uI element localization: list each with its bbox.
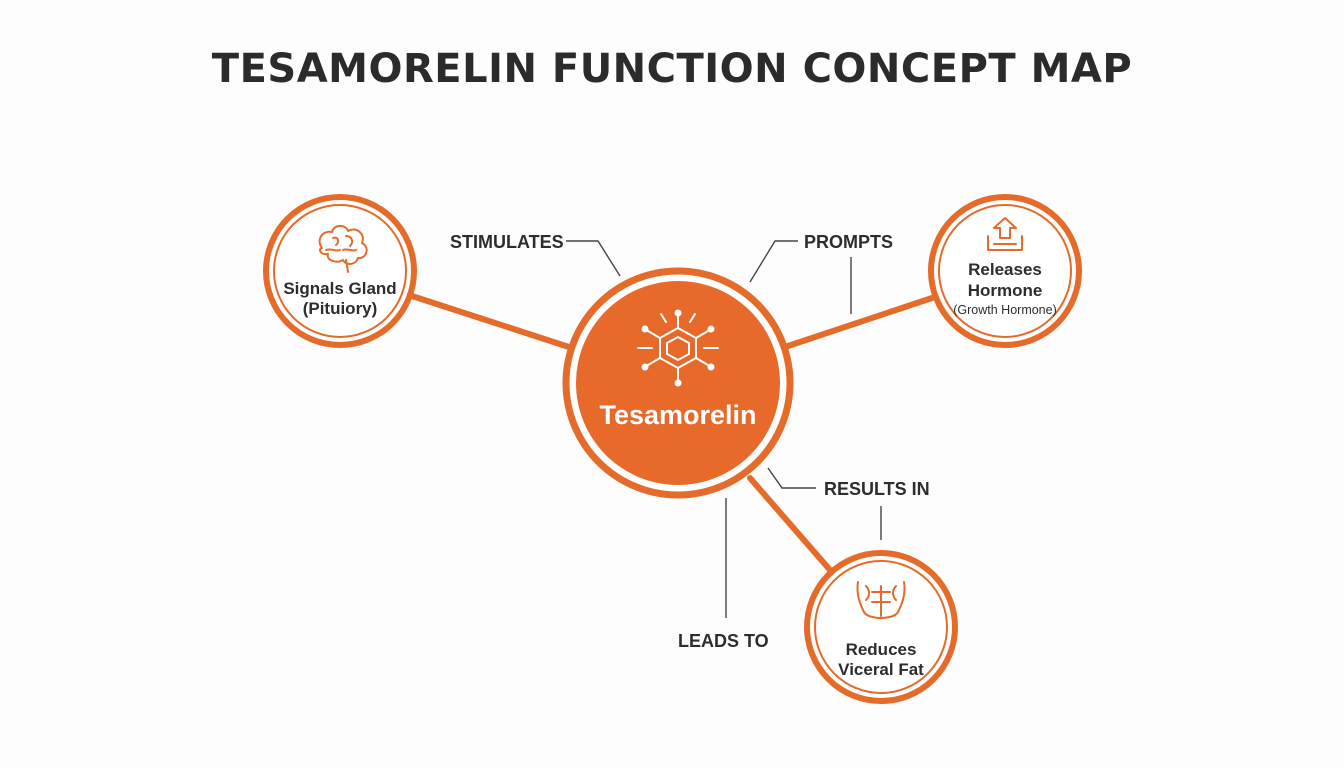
page-title: TESAMORELIN FUNCTION CONCEPT MAP	[211, 46, 1133, 92]
link-fat	[747, 475, 833, 573]
relation-leads-to: LEADS TO	[678, 631, 769, 651]
relation-results-in: RESULTS IN	[824, 479, 930, 499]
leader-prompts	[749, 240, 798, 283]
relation-prompts: PROMPTS	[804, 232, 893, 252]
fat-line-2: Viceral Fat	[838, 660, 924, 679]
molecule-icon	[637, 309, 719, 387]
leader-results-in	[767, 467, 816, 489]
hormone-subtitle: (Growth Hormone)	[953, 303, 1057, 317]
hormone-line-2: Hormone	[968, 281, 1043, 300]
pituitary-line-1: Signals Gland	[283, 279, 396, 298]
brain-icon	[318, 224, 368, 273]
pituitary-line-2: (Pituiory)	[303, 299, 378, 318]
node-hormone: Releases Hormone (Growth Hormone)	[928, 194, 1082, 348]
hormone-line-1: Releases	[968, 260, 1042, 279]
relation-stimulates: STIMULATES	[450, 232, 564, 252]
node-pituitary: Signals Gland (Pituiory)	[263, 194, 417, 348]
upload-arrow-icon	[987, 217, 1023, 251]
center-node: Tesamorelin	[562, 267, 794, 499]
leader-stimulates	[566, 240, 621, 277]
center-label: Tesamorelin	[599, 400, 756, 430]
fat-line-1: Reduces	[846, 640, 917, 659]
node-fat: Reduces Viceral Fat	[804, 550, 958, 704]
link-hormone	[785, 295, 935, 349]
abdomen-icon	[856, 581, 906, 619]
link-pituitary	[409, 293, 575, 351]
